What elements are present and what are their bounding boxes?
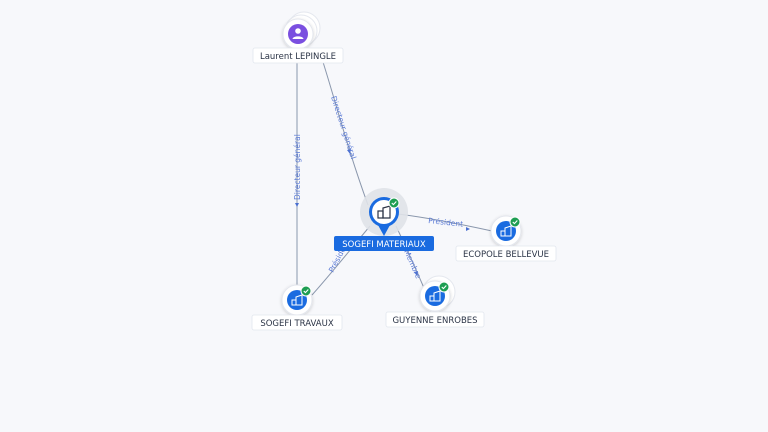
edge-arrow-icon — [414, 271, 418, 276]
edge-main-guyenne — [395, 225, 425, 289]
person-icon — [288, 24, 308, 44]
verified-check-icon — [438, 281, 450, 293]
node-label-person: Laurent LEPINGLE — [260, 52, 336, 62]
node-label-travaux: SOGEFI TRAVAUX — [260, 319, 333, 329]
verified-check-icon — [509, 216, 521, 228]
edge-arrow-icon — [466, 227, 470, 231]
company-icon — [429, 290, 441, 302]
node-label-main: SOGEFI MATERIAUX — [342, 240, 426, 250]
node-label-background — [385, 311, 485, 328]
node-label-guyenne: GUYENNE ENROBES — [392, 316, 477, 326]
edge-arrow-icon — [347, 149, 351, 154]
verified-check-icon — [300, 285, 312, 297]
node-person[interactable]: Laurent LEPINGLE — [252, 11, 344, 64]
edges: Directeur général Directeur général Prés… — [293, 61, 493, 298]
node-travaux[interactable]: SOGEFI TRAVAUX — [251, 284, 343, 331]
edge-label-main-ecopole: Président — [428, 216, 464, 229]
edge-label-main-guyenne: Membre — [402, 248, 423, 280]
node-label-background — [334, 236, 434, 251]
node-label-background — [251, 314, 343, 331]
node-label-background — [252, 47, 344, 64]
edge-arrow-icon — [295, 203, 299, 207]
edge-main-travaux — [311, 225, 371, 296]
company-icon — [500, 225, 512, 237]
edge-label-person-travaux: Directeur général — [293, 134, 302, 200]
verified-check-icon — [388, 197, 400, 209]
node-label-ecopole: ECOPOLE BELLEVUE — [463, 250, 549, 260]
company-icon — [291, 294, 303, 306]
node-guyenne[interactable]: GUYENNE ENROBES — [385, 275, 485, 328]
node-ecopole[interactable]: ECOPOLE BELLEVUE — [455, 215, 557, 262]
edge-label-person-main: Directeur général — [329, 95, 358, 160]
node-main[interactable]: SOGEFI MATERIAUX — [334, 188, 434, 251]
node-label-background — [455, 245, 557, 262]
edge-person-main — [322, 61, 369, 206]
